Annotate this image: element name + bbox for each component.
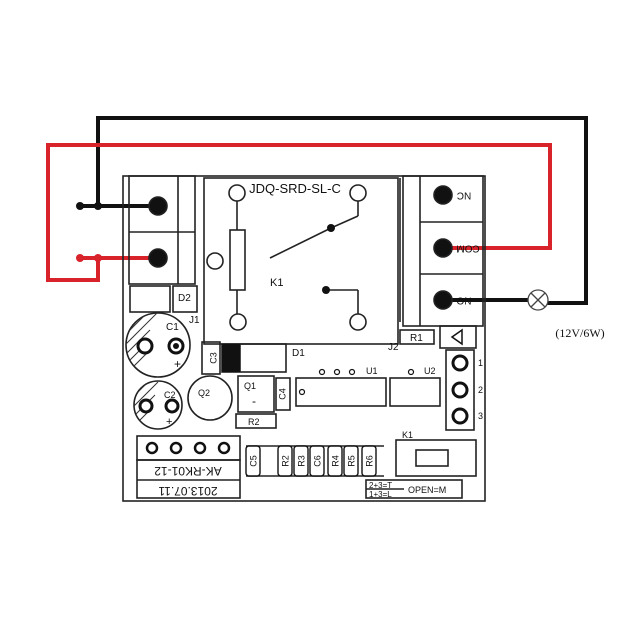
j1-label: J1 — [189, 315, 200, 326]
resistor-body — [245, 445, 261, 477]
open-note: OPEN=M — [408, 485, 446, 495]
c4-label: C4 — [277, 388, 287, 400]
u1-label: U1 — [366, 366, 378, 376]
u2-label: U2 — [424, 366, 436, 376]
d1-label: D1 — [292, 348, 305, 359]
relay-body — [203, 177, 399, 345]
connector-pins — [145, 441, 231, 455]
black-wire — [78, 116, 588, 305]
r3-label: R3 — [296, 455, 306, 467]
capacitor-c2 — [133, 380, 183, 430]
lamp-rating-label: (12V/6W) — [555, 326, 604, 340]
red-wire — [46, 143, 552, 282]
q2-label: Q2 — [198, 388, 210, 398]
resistor-body — [309, 445, 325, 477]
header-pins — [451, 354, 469, 425]
r4-label: R4 — [330, 455, 340, 467]
resistor-body — [277, 445, 293, 477]
input-terminal-block — [128, 175, 196, 285]
arrow-symbol-icon — [450, 328, 463, 346]
c6-label: C6 — [312, 455, 322, 467]
black-wire-junction — [94, 202, 102, 210]
no-label: NO — [456, 294, 471, 305]
resistor-body — [343, 445, 359, 477]
chip-u1 — [295, 377, 387, 407]
d2-label: D2 — [178, 293, 191, 304]
c3-label: C3 — [208, 352, 218, 364]
red-wire-junction — [94, 254, 102, 262]
jumper-note-2: 1+3=L — [369, 490, 392, 499]
header-pin-2: 2 — [478, 385, 483, 395]
capacitor-c1 — [125, 312, 191, 378]
board-outline — [122, 175, 486, 502]
nc-label: NC — [457, 189, 471, 200]
resistor-body — [361, 445, 377, 477]
j2-label: J2 — [388, 342, 399, 353]
lamp-icon — [527, 289, 549, 311]
r2b-label: R2 — [280, 455, 290, 467]
com-label: COM — [456, 242, 479, 253]
q1-label: Q1 — [244, 381, 256, 391]
d1-band — [222, 344, 240, 372]
relay-ref-label: K1 — [270, 277, 283, 289]
c2-label: C2 — [164, 390, 176, 400]
c5-label: C5 — [248, 455, 258, 467]
chip-u2 — [389, 377, 441, 407]
resistor-body — [327, 445, 343, 477]
board-model-label: AK-RK01-12 — [154, 464, 222, 478]
r2-label: R2 — [248, 417, 260, 427]
c1-label: C1 — [166, 322, 179, 333]
c2-plus: + — [166, 416, 172, 428]
black-wire-end — [76, 202, 84, 210]
c1-plus: + — [174, 357, 181, 371]
resistor-row — [245, 445, 377, 477]
relay-contact-dot-2 — [322, 286, 330, 294]
chip-pads — [298, 368, 415, 396]
r5-label: R5 — [346, 455, 356, 467]
k1-switch — [395, 439, 477, 477]
pcb-board — [122, 175, 486, 502]
relay-part-label: JDQ-SRD-SL-C — [249, 181, 341, 196]
r1-label: R1 — [410, 333, 423, 344]
c1-hatch — [126, 313, 166, 377]
red-wire-loop — [46, 143, 552, 282]
board-date-label: 2013.07.11 — [158, 484, 217, 498]
red-wire-end — [76, 254, 84, 262]
resistor-body — [293, 445, 309, 477]
black-wire-loop — [96, 116, 588, 305]
header-pin-3: 3 — [478, 411, 483, 421]
pin-header — [445, 349, 475, 431]
q1-minus: - — [252, 394, 256, 408]
relay-contact-dot — [327, 224, 335, 232]
header-pin-1: 1 — [478, 358, 483, 368]
k1-switch-label: K1 — [402, 430, 413, 440]
r6-label: R6 — [364, 455, 374, 467]
jumper-note-1: 2+3=T — [369, 481, 392, 490]
